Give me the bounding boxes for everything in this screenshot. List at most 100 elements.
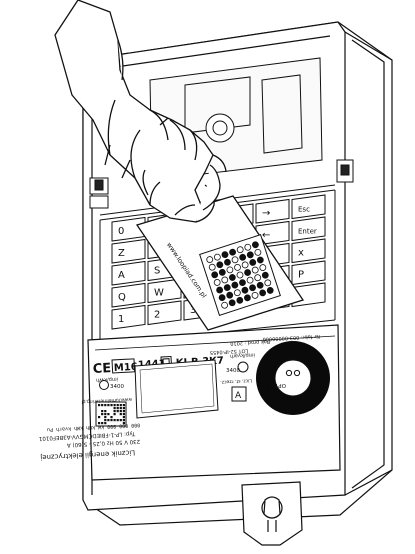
datamatrix-cell (101, 410, 104, 413)
card-dot (211, 271, 219, 279)
datamatrix-cell (113, 407, 116, 410)
datamatrix-cell (119, 404, 122, 407)
card-dot (236, 296, 244, 304)
keypad-key-label: 3 (190, 305, 196, 316)
keypad-key-label: Z (118, 248, 125, 259)
card-dot (261, 271, 269, 279)
card-dot (206, 256, 214, 263)
keypad-key-label: A (118, 270, 125, 281)
card-dot (254, 248, 262, 256)
card-dot (244, 294, 251, 302)
card-dot (216, 286, 224, 294)
card-dot (264, 279, 272, 287)
svg-text:imp/kWh: imp/kWh (96, 376, 118, 383)
card-dot (241, 261, 249, 269)
card-dot (218, 268, 226, 276)
card-dot (254, 274, 262, 282)
keypad-key-label: 2 (154, 309, 160, 320)
rating-line: 230 V 50 Hz 0,25 - 5(60) A (67, 438, 141, 448)
card-dot (259, 264, 267, 271)
keypad-key-label: 0 (118, 226, 124, 237)
card-dot (216, 261, 224, 269)
datamatrix-cell (101, 404, 104, 407)
keypad-key-label: → (262, 208, 270, 219)
card-dot (239, 253, 247, 261)
model-line: Typ: LP-1-FBIEDCMGVV-A3BEF0101 (39, 430, 137, 441)
card-dot (244, 269, 252, 276)
card-dot (236, 271, 244, 279)
right-clamp (336, 159, 354, 183)
datamatrix-cell (122, 413, 125, 416)
card-dot (213, 253, 221, 261)
year-label: Rok prod.: 2010 (230, 338, 270, 346)
datamatrix-cell (98, 416, 101, 419)
card-dot (236, 246, 244, 254)
card-dot (256, 281, 264, 289)
datamatrix-code: www.lumelmetering.pl (81, 396, 132, 427)
card-dot (241, 286, 249, 294)
keypad-key-label: Enter (298, 227, 317, 235)
datamatrix-cell (122, 404, 125, 407)
keypad-key-label: Esc (298, 205, 310, 213)
keypad-key: Q (111, 282, 146, 308)
datamatrix-cell (110, 404, 113, 407)
card-dot (246, 276, 254, 284)
datamatrix-cell (116, 419, 119, 422)
register-header: 000 000 000 kW kWh kWh kvarh Pu (47, 422, 141, 433)
keypad-key-label: x (298, 247, 304, 258)
warning-icon (231, 386, 247, 402)
datamatrix-cell (104, 410, 107, 413)
warning-glyph: A (235, 391, 242, 401)
datamatrix-cell (98, 422, 101, 425)
keypad-key-label: W (154, 287, 164, 298)
datamatrix-cell (110, 416, 113, 419)
card-dot-grid (199, 234, 281, 316)
datamatrix-cell (110, 419, 113, 422)
keypad-key: → (255, 198, 290, 224)
datamatrix-cell (113, 419, 116, 422)
approval-mark: M16 (114, 362, 138, 374)
hand (54, 0, 227, 223)
datamatrix-cell (119, 419, 122, 422)
datamatrix-cell (119, 407, 122, 410)
svg-text:OPTO: OPTO (270, 382, 286, 388)
datamatrix-cell (122, 416, 125, 419)
datamatrix-cell (107, 413, 110, 416)
standard-line: LOT 52-IP-0455 (210, 347, 249, 355)
card-dot (223, 284, 231, 291)
keypad-key: Esc (291, 194, 326, 220)
datamatrix-cell (98, 404, 101, 407)
svg-text:imp/kvarh: imp/kvarh (230, 351, 255, 358)
datamatrix-cell (101, 413, 104, 416)
keypad-key-label: 1 (118, 314, 124, 325)
card-dot (231, 281, 239, 289)
datamatrix-cell (113, 404, 116, 407)
keypad-key: A (111, 260, 146, 286)
datamatrix-cell (122, 410, 125, 413)
card-dot (213, 279, 221, 286)
datamatrix-cell (116, 404, 119, 407)
card-dot (221, 251, 229, 259)
keypad-key: Enter (291, 216, 326, 242)
datamatrix-cell (104, 404, 107, 407)
card-dot (252, 241, 259, 249)
datamatrix-cell (104, 419, 107, 422)
card-dot (266, 287, 274, 294)
datamatrix-cell (113, 410, 116, 413)
card-dot (229, 248, 236, 256)
serial-number: Nr fabr: 003-00000000 (262, 333, 320, 342)
keypad-key: P (291, 260, 326, 286)
datamatrix-cell (107, 419, 110, 422)
card-dot (228, 299, 236, 307)
datamatrix-cell (122, 422, 125, 425)
impulse-led-left: imp/kWh 3400 (96, 376, 124, 390)
card-dot (251, 291, 259, 299)
svg-text:3400: 3400 (226, 368, 240, 374)
card-dot (221, 301, 228, 309)
card-dot (246, 251, 254, 259)
datamatrix-cell (104, 413, 107, 416)
datamatrix-cell (122, 419, 125, 422)
card-dot (226, 291, 234, 299)
datamatrix-cell (119, 413, 122, 416)
